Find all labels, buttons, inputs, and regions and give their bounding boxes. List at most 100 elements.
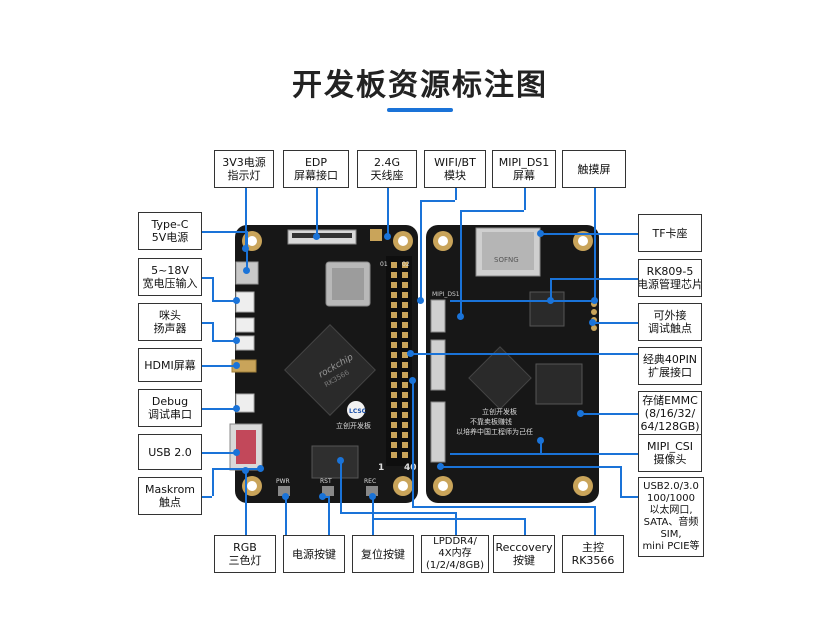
right-slogan-2: 以培养中国工程师为己任 — [456, 427, 533, 436]
callout-dot — [337, 457, 344, 464]
callout-line — [202, 496, 212, 498]
callout-dot — [384, 233, 391, 240]
header-pin — [391, 372, 397, 378]
header-pin — [402, 312, 408, 318]
touch-connector — [430, 299, 446, 333]
label-lpddr4: LPDDR4/4X内存(1/2/4/8GB) — [421, 535, 489, 573]
callout-line — [212, 468, 214, 496]
title-underline — [387, 108, 453, 112]
debug-contact — [591, 325, 597, 331]
callout-line — [202, 452, 236, 454]
header-pin — [391, 442, 397, 448]
debug-connector — [235, 393, 255, 413]
header-pin — [391, 362, 397, 368]
callout-line — [550, 278, 638, 280]
rec-button — [366, 486, 378, 496]
label-hdmi: HDMI屏幕 — [138, 348, 202, 382]
rst-text: RST — [320, 478, 332, 485]
label-tf-card: TF卡座 — [638, 214, 702, 252]
antenna-socket — [370, 229, 382, 241]
header-pin — [402, 262, 408, 268]
mipi-csi-connector — [430, 401, 446, 463]
header-pin — [391, 322, 397, 328]
callout-line — [410, 353, 638, 355]
header-pin — [402, 292, 408, 298]
header-pin — [391, 332, 397, 338]
callout-line — [440, 466, 620, 468]
callout-line — [212, 277, 214, 300]
callout-dot — [233, 405, 240, 412]
lcsc-badge — [347, 401, 365, 419]
header-pin — [402, 452, 408, 458]
emmc-chip — [535, 363, 583, 405]
label-usb2: USB 2.0 — [138, 434, 202, 470]
rec-text: REC — [364, 478, 376, 485]
callout-dot — [242, 467, 249, 474]
callout-line — [412, 506, 594, 508]
callout-line — [455, 512, 457, 535]
callout-dot — [547, 297, 554, 304]
label-emmc: 存储EMMC(8/16/32/64/128GB) — [638, 391, 702, 435]
header-pin — [391, 352, 397, 358]
mic-connector — [235, 317, 255, 333]
header-pin — [391, 402, 397, 408]
pin-1-text: 1 — [378, 463, 384, 473]
callout-dot — [282, 493, 289, 500]
right-board: SOFNG 立创开发板 不靠卖板赚钱 以培养中国工程师为己任 MIPI_DS1 — [426, 225, 599, 503]
rst-button — [322, 486, 334, 496]
callout-line — [594, 506, 596, 535]
mipi-dsi-connector — [430, 339, 446, 391]
callout-dot — [243, 267, 250, 274]
callout-dot — [591, 297, 598, 304]
header-pin — [402, 442, 408, 448]
header-pin — [402, 272, 408, 278]
center-chip — [468, 346, 532, 410]
callout-dot — [319, 493, 326, 500]
header-pin — [391, 452, 397, 458]
header-pin — [391, 302, 397, 308]
header-pin — [402, 352, 408, 358]
callout-line — [412, 380, 414, 506]
callout-line — [450, 300, 594, 302]
main-soc — [284, 324, 376, 416]
label-3v3-indicator: 3V3电源指示灯 — [214, 150, 274, 188]
callout-line — [202, 365, 236, 367]
header-pin — [391, 342, 397, 348]
callout-line — [620, 496, 638, 498]
lcsc-badge-text: LCSC — [349, 408, 367, 415]
header-pin — [402, 432, 408, 438]
callout-line — [550, 278, 552, 300]
header-pin — [391, 292, 397, 298]
header-pin — [402, 332, 408, 338]
callout-line — [540, 440, 542, 453]
callout-line — [540, 233, 638, 235]
header-pins — [391, 262, 408, 458]
pwr-button — [278, 486, 290, 496]
callout-line — [328, 496, 330, 535]
header-pin — [391, 432, 397, 438]
header-pin — [391, 412, 397, 418]
callout-line — [285, 496, 287, 535]
header-pin — [402, 282, 408, 288]
tf-mark-text: SOFNG — [494, 256, 519, 264]
header-pin — [402, 342, 408, 348]
right-slogan-1: 不靠卖板赚钱 — [470, 417, 512, 426]
callout-dot — [313, 233, 320, 240]
callout-dot — [233, 362, 240, 369]
right-brand-text: 立创开发板 — [482, 407, 517, 416]
header-pin — [391, 272, 397, 278]
callout-dot — [369, 493, 376, 500]
header-pin — [402, 392, 408, 398]
header-pin — [402, 412, 408, 418]
callout-line — [202, 408, 236, 410]
